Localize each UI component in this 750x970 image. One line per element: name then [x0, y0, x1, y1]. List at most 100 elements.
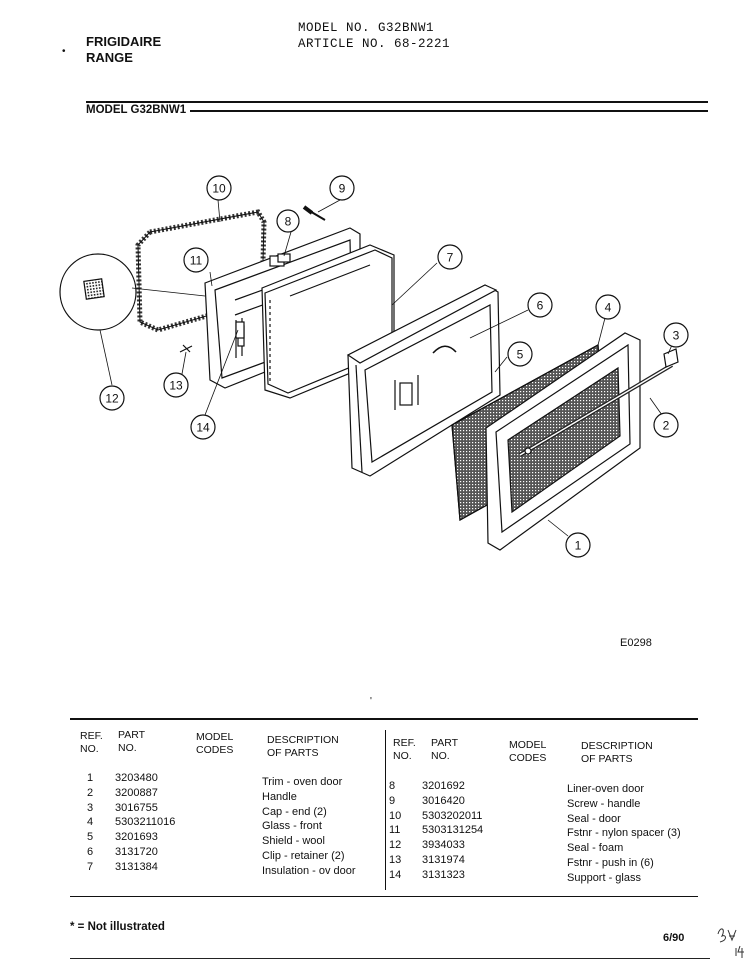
table-cell: 3201692: [422, 780, 465, 792]
callout-14: 14: [190, 414, 216, 440]
table-cell: 12: [389, 839, 402, 852]
header-model-codes-left: MODEL CODES: [196, 731, 233, 757]
column-ref-left: 1 2 3 4 5 6 7: [87, 771, 93, 875]
column-desc-left: Trim - oven door Handle Cap - end (2) Gl…: [262, 775, 356, 879]
part-trim-oven-door: [485, 332, 641, 551]
table-cell: 8: [389, 780, 396, 792]
part-glass-support: [235, 321, 245, 339]
table-cell: Clip - retainer (2): [262, 849, 345, 862]
header-text: REF.: [80, 730, 103, 742]
callout-label: 7: [447, 251, 454, 265]
header-part-no-left: PART NO.: [118, 729, 145, 755]
brand-name: FRIGIDAIRE: [86, 34, 162, 49]
model-number: MODEL NO. G32BNW1: [298, 21, 435, 35]
callout-1: 1: [565, 532, 591, 558]
callout-4: 4: [595, 294, 621, 320]
callout-label: 10: [212, 182, 226, 196]
callout-2: 2: [653, 412, 679, 438]
callout-12: 12: [99, 385, 125, 411]
table-cell: 3: [87, 801, 94, 814]
header-rule-bottom: [86, 110, 708, 112]
table-cell: 14: [389, 868, 402, 881]
header-description-right: DESCRIPTION OF PARTS: [581, 740, 653, 766]
table-cell: 13: [389, 853, 402, 866]
header-text: NO.: [431, 750, 450, 762]
header-text: NO.: [118, 742, 137, 754]
callout-label: 13: [169, 379, 183, 393]
header-text: MODEL: [196, 731, 234, 743]
table-divider: [385, 730, 386, 890]
table-cell: 7: [87, 860, 94, 873]
table-cell: 3131720: [115, 845, 158, 858]
header-part-no-right: PART NO.: [431, 737, 458, 763]
table-cell: 10: [389, 809, 402, 822]
callout-label: 8: [285, 215, 292, 229]
article-number: ARTICLE NO. 68-2221: [298, 37, 451, 51]
table-cell: 3131323: [422, 868, 465, 881]
part-end-cap: [663, 348, 679, 368]
footnote: * = Not illustrated: [70, 921, 165, 933]
header-text: CODES: [509, 752, 547, 764]
header-text: NO.: [80, 743, 99, 755]
table-cell: 4: [87, 816, 94, 829]
header-text: CODES: [196, 744, 234, 756]
table-cell: 5303211016: [115, 816, 176, 829]
table-cell: 5303202011: [422, 809, 483, 822]
column-part-right: 3201692 3016420 5303202011 5303131254 39…: [422, 779, 483, 883]
table-cell: Fstnr - nylon spacer (3): [567, 827, 681, 840]
table-cell: 2: [87, 786, 94, 799]
diagram-code: E0298: [620, 637, 652, 649]
callout-3: 3: [663, 322, 689, 348]
model-subtitle: MODEL G32BNW1: [86, 104, 191, 116]
table-cell: 9: [389, 794, 396, 807]
table-cell: 1: [87, 772, 94, 784]
header-description-left: DESCRIPTION OF PARTS: [267, 734, 339, 760]
callout-11: 11: [183, 247, 209, 273]
header-text: PART: [118, 729, 146, 741]
table-cell: 3016755: [115, 801, 158, 814]
part-handle: [518, 363, 674, 457]
header-text: OF PARTS: [581, 753, 633, 765]
table-cell: Cap - end (2): [262, 805, 327, 818]
product-type: RANGE: [86, 50, 133, 65]
callout-label: 9: [339, 182, 346, 196]
table-cell: Shield - wool: [262, 835, 325, 848]
table-cell: 6: [87, 845, 94, 858]
callout-6: 6: [527, 292, 553, 318]
stray-mark: •: [62, 46, 66, 57]
header-text: DESCRIPTION: [581, 740, 653, 752]
callout-label: 5: [517, 348, 524, 362]
column-desc-right: Liner-oven door Screw - handle Seal - do…: [567, 782, 681, 886]
callout-label: 1: [575, 539, 582, 553]
callout-label: 2: [663, 419, 670, 433]
exploded-parts-diagram: 10 9 8 11 7 6 4 5 3 2 1 13 14 12: [59, 175, 689, 558]
table-cell: 3201693: [115, 831, 158, 844]
table-cell: Handle: [262, 790, 297, 803]
table-cell: Support - glass: [567, 871, 641, 884]
part-liner-tab: [277, 253, 291, 263]
header-text: MODEL: [509, 739, 547, 751]
table-rule-bottom: [70, 896, 698, 897]
table-cell: 3203480: [115, 772, 158, 784]
part-screw: [302, 205, 326, 221]
table-cell: Glass - front: [262, 820, 322, 833]
header-model-codes-right: MODEL CODES: [509, 739, 546, 765]
header-text: OF PARTS: [267, 747, 319, 759]
table-cell: 5303131254: [422, 824, 484, 837]
header-text: REF.: [393, 737, 416, 749]
header-ref-no-right: REF. NO.: [393, 737, 416, 763]
callout-5: 5: [507, 341, 533, 367]
part-push-fastener: [179, 344, 193, 353]
table-cell: Liner-oven door: [567, 783, 645, 795]
callout-label: 6: [537, 299, 544, 313]
table-cell: Screw - handle: [567, 797, 641, 810]
page-bottom-rule: [70, 958, 710, 959]
handwritten-initials: [717, 928, 744, 958]
callout-label: 14: [196, 421, 210, 435]
table-cell: 3131384: [115, 860, 158, 873]
table-cell: Insulation - ov door: [262, 864, 356, 877]
part-detail-seal: [59, 253, 206, 331]
model-article-block: MODEL NO. G32BNW1 ARTICLE NO. 68-2221: [298, 20, 450, 52]
callout-7: 7: [437, 244, 463, 270]
brand-block: FRIGIDAIRE RANGE: [86, 34, 161, 66]
